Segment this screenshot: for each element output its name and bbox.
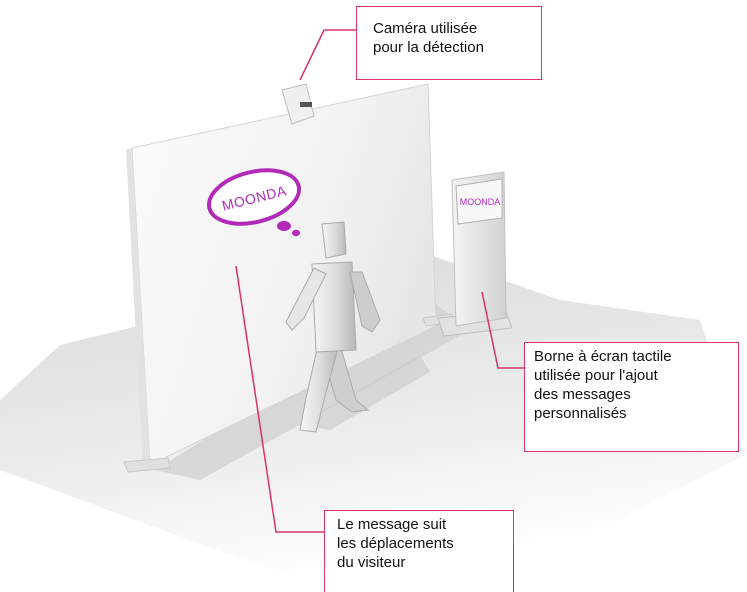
callout-message-line-3: du visiteur [337,554,406,571]
callout-message: Le message suit les déplacements du visi… [324,510,514,592]
thought-bubble [206,168,302,237]
callout-kiosk-line-1: Borne à écran tactile [534,348,672,365]
wall-edge [126,148,150,468]
visitor-figure [285,221,430,433]
callout-camera-line-1: Caméra utilisée [373,20,478,37]
callout-camera: Caméra utilisée pour la détection [356,6,542,80]
leader-line-message [235,265,324,533]
callout-kiosk-line-3: des messages [534,386,631,403]
kiosk-logo-text: MOONDA [460,197,501,207]
callout-message-line-1: Le message suit [337,516,447,533]
touchscreen-kiosk [437,171,513,337]
callout-kiosk-line-4: personnalisés [534,405,627,422]
callout-kiosk: Borne à écran tactile utilisée pour l'aj… [524,342,739,452]
camera-device [281,83,315,125]
callout-camera-line-2: pour la détection [373,39,484,56]
leader-line-kiosk [481,291,524,369]
callout-message-line-2: les déplacements [337,535,454,552]
wall-foot-left [123,457,171,473]
leader-line-camera [299,29,356,81]
callout-kiosk-line-2: utilisée pour l'ajout [534,367,658,384]
